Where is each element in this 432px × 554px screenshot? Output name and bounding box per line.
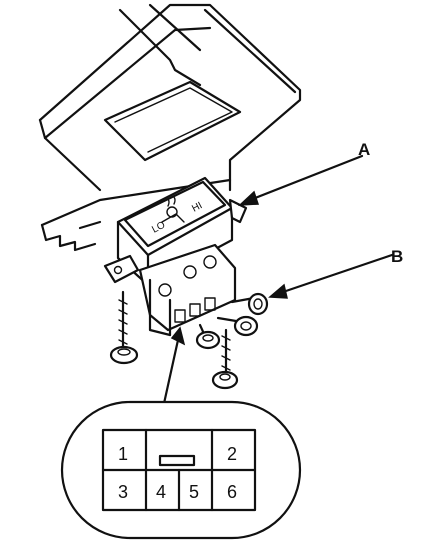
pin-6: 6	[227, 482, 237, 502]
pin-5: 5	[189, 482, 199, 502]
screw-left	[109, 290, 139, 365]
pin-4: 4	[156, 482, 166, 502]
screw-b-upper	[230, 292, 269, 316]
connector-lock-tab	[158, 454, 196, 467]
pin-3: 3	[118, 482, 128, 502]
connector-arrow	[161, 326, 186, 410]
screw-b-lower	[216, 315, 259, 337]
pin-2: 2	[227, 444, 237, 464]
screw-bottom	[195, 323, 221, 350]
connector-terminal-view: 1 2 3 4 5 6	[60, 400, 302, 540]
pin-1: 1	[118, 444, 128, 464]
switch-hi-label: HI	[190, 200, 204, 214]
callout-a: A	[237, 140, 370, 206]
callout-a-label: A	[358, 140, 370, 159]
screw-center	[211, 328, 239, 390]
seat-heater-switch: HI LO	[103, 176, 248, 337]
callout-b: B	[268, 247, 403, 299]
seat-heater-icon	[161, 196, 185, 223]
callout-b-label: B	[391, 247, 403, 266]
